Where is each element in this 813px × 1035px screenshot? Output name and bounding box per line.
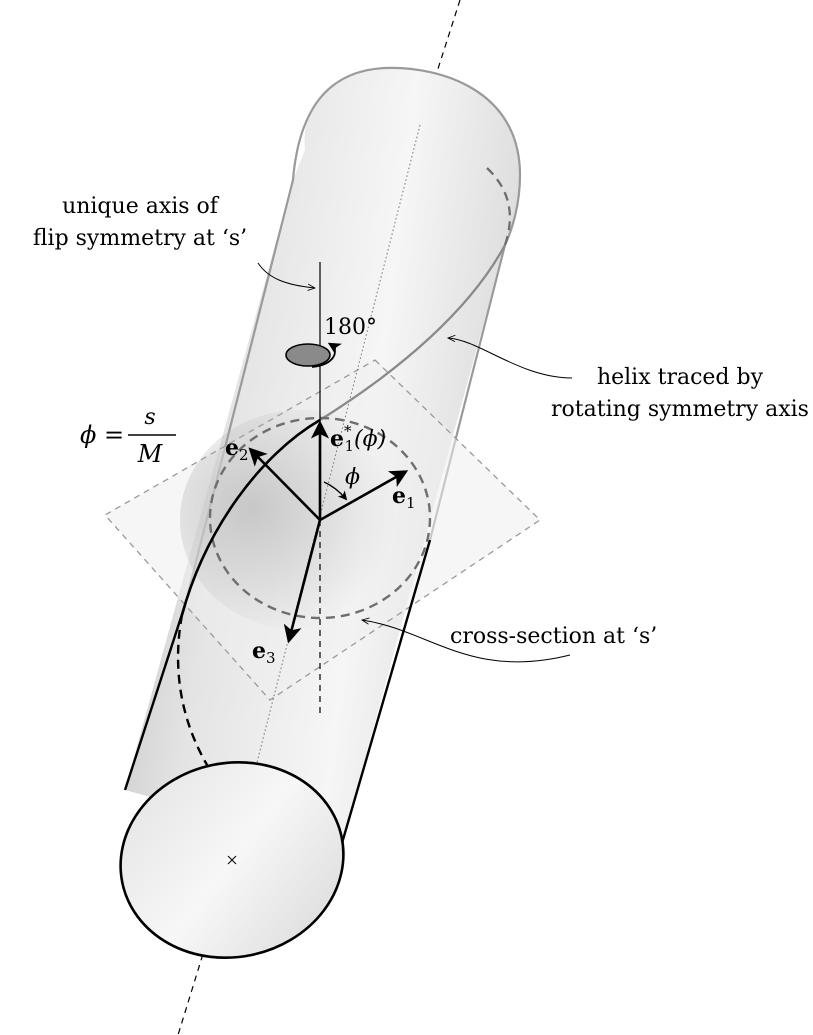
helix-label-line2: rotating symmetry axis	[551, 397, 809, 422]
vector-e3	[283, 519, 322, 644]
helix-leader	[448, 338, 573, 379]
rotation-indicator-ellipse	[285, 343, 331, 367]
tube-back-outline	[183, 66, 522, 606]
equation-numerator: s	[144, 405, 155, 430]
rotation-arrow	[311, 342, 342, 368]
flip-axis-label-line2: flip symmetry at ‘s’	[33, 226, 247, 251]
label-e2: e2	[225, 435, 249, 464]
cross-section-shade	[180, 410, 420, 630]
helix-front	[180, 418, 321, 616]
equation-denominator: M	[137, 440, 164, 468]
cross-section-leader	[362, 620, 571, 663]
cross-section-label: cross-section at ‘s’	[450, 624, 657, 649]
rotation-angle-label: 180°	[324, 315, 377, 340]
equation-lhs: ϕ =	[80, 421, 124, 449]
flip-axis-label-line1: unique axis of	[62, 194, 220, 219]
label-e1: e1	[392, 483, 416, 512]
cap-center-mark	[227, 855, 237, 865]
phi-angle-arc	[323, 481, 348, 501]
vector-e1	[319, 470, 409, 522]
phi-angle-label: ϕ	[345, 465, 360, 490]
cross-section-circle	[208, 416, 432, 620]
flip-axis-leader	[257, 262, 315, 288]
vector-e2	[248, 447, 321, 521]
tube-front-outline-left	[123, 604, 187, 791]
label-e3: e3	[252, 638, 276, 667]
label-e1star: e*1(ϕ)	[330, 422, 386, 455]
helix-back	[319, 244, 507, 421]
tube-centerline-dotted	[231, 124, 421, 861]
tube-front-outline-right	[338, 539, 432, 851]
helix-label-line1: helix traced by	[597, 365, 764, 390]
helix-back-dashed-top	[486, 167, 512, 246]
